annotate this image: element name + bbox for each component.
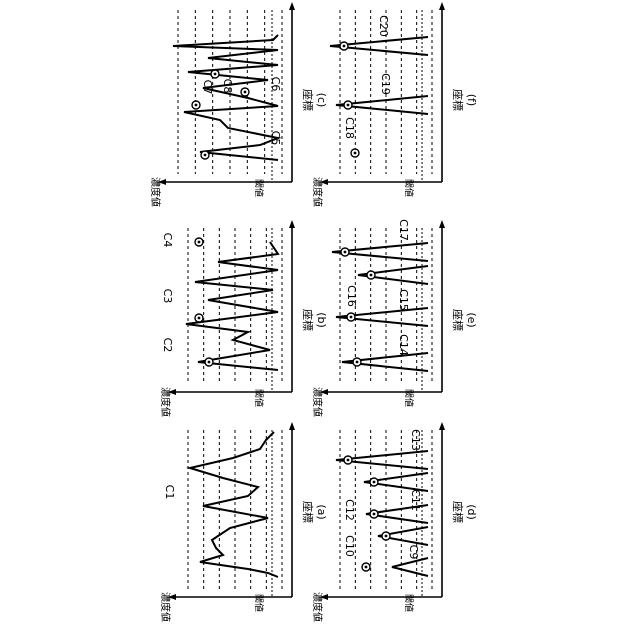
- peak-label: C8: [221, 79, 234, 94]
- peak-marker-dot: [385, 535, 388, 538]
- panel-caption: (f): [465, 94, 478, 106]
- panel-caption: (b): [315, 312, 328, 328]
- peak-marker-dot: [198, 317, 201, 320]
- x-axis-arrow: [289, 2, 295, 10]
- peak-label: C7: [201, 80, 214, 95]
- peak-marker-dot: [195, 104, 198, 107]
- y-axis-label: 濃度値: [149, 177, 162, 207]
- peak-spike: [392, 558, 428, 576]
- figure-canvas: 座標(a)濃度値閾値C1座標(b)濃度値閾値C2C3C4座標(c)濃度値閾値C5…: [149, 2, 478, 622]
- peak-C20: C20: [340, 15, 390, 50]
- peak-label: C5: [269, 131, 282, 146]
- threshold-label: 閾値: [253, 389, 265, 407]
- threshold-label: 閾値: [253, 594, 265, 612]
- peak-label: C13: [409, 429, 422, 451]
- y-axis-label: 濃度値: [159, 387, 172, 417]
- peak-C15: C15: [367, 271, 410, 311]
- gridlines: [188, 430, 282, 589]
- x-axis-arrow: [439, 2, 445, 10]
- peak-C10: C10: [343, 532, 390, 557]
- peak-marker-dot: [347, 104, 350, 107]
- peak-C11: C11: [370, 489, 422, 518]
- peak-label: C18: [343, 117, 356, 139]
- threshold-label: 閾値: [403, 389, 415, 407]
- peak-C18: C18: [343, 117, 359, 157]
- peak-label: C11: [409, 489, 422, 511]
- peak-marker-dot: [347, 459, 350, 462]
- peak-marker-dot: [354, 152, 357, 155]
- peak-label: C6: [269, 77, 282, 92]
- panel-d: 座標(d) 濃度値 閾値 C9 C10 C11 C12 C13: [311, 422, 478, 622]
- peak-label: C19: [379, 73, 392, 95]
- peak-marker-dot: [356, 361, 359, 364]
- x-axis-arrow: [439, 422, 445, 430]
- y-axis-label: 濃度値: [311, 387, 324, 417]
- panel-c: 座標(c) 濃度値 閾値 C5 C6 C7 C8: [149, 2, 328, 207]
- x-axis-arrow: [439, 220, 445, 228]
- x-axis-arrow: [289, 220, 295, 228]
- panel-caption: (e): [465, 312, 478, 327]
- panel-a: 座標(a) 濃度値 閾値 C1: [159, 422, 328, 622]
- peak-marker-dot: [198, 241, 201, 244]
- concentration-curve: [186, 242, 278, 370]
- peak-marker-dot: [373, 513, 376, 516]
- concentration-curve: [173, 35, 278, 160]
- panel-e: 座標(e) 濃度値 閾値 C14 C15 C16 C17: [311, 219, 478, 417]
- peak-C19: C19: [344, 73, 392, 109]
- peak-C2: C2: [161, 338, 213, 366]
- peak-marker-dot: [208, 361, 211, 364]
- peak-label: C12: [343, 499, 356, 521]
- y-axis-label: 濃度値: [311, 177, 324, 207]
- peak-label: C10: [343, 535, 356, 557]
- threshold-label: 閾値: [403, 594, 415, 612]
- peak-label: C17: [397, 219, 410, 241]
- peak-label: C14: [397, 334, 410, 356]
- peak-C1: C1: [163, 485, 190, 500]
- y-axis-label: 濃度値: [159, 592, 172, 622]
- peak-label: C1: [163, 485, 176, 500]
- peak-label: C2: [161, 338, 174, 353]
- peak-label: C9: [407, 545, 420, 560]
- peak-marker-dot: [370, 274, 373, 277]
- peak-marker-dot: [204, 154, 207, 157]
- panel-caption: (a): [315, 504, 328, 519]
- y-axis-label: 濃度値: [311, 592, 324, 622]
- x-axis-label: 座標: [451, 309, 465, 331]
- peak-marker-dot: [365, 566, 368, 569]
- x-axis-label: 座標: [451, 501, 465, 523]
- peak-C3: C3: [161, 289, 203, 322]
- x-axis-label: 座標: [451, 89, 465, 111]
- x-axis-label: 座標: [301, 501, 315, 523]
- peak-marker-dot: [343, 45, 346, 48]
- peak-marker-dot: [344, 251, 347, 254]
- x-axis-label: 座標: [301, 89, 315, 111]
- peak-C4: C4: [161, 233, 203, 248]
- peak-marker-dot: [244, 91, 247, 94]
- peak-marker-dot: [350, 316, 353, 319]
- x-axis-arrow: [289, 422, 295, 430]
- peak-label: C20: [377, 15, 390, 37]
- peak-label: C3: [161, 289, 174, 304]
- panel-caption: (c): [315, 93, 328, 108]
- peak-marker-dot: [214, 73, 217, 76]
- peak-label: C15: [397, 289, 410, 311]
- peak-label: C16: [345, 285, 358, 307]
- panel-caption: (d): [465, 504, 478, 520]
- panel-f: 座標(f) 濃度値 閾値 C18 C19 C20: [311, 2, 478, 207]
- threshold-label: 閾値: [253, 179, 265, 197]
- panel-b: 座標(b) 濃度値 閾値 C2 C3 C4: [159, 220, 328, 417]
- peak-marker-dot: [373, 481, 376, 484]
- peak-label: C4: [161, 233, 174, 248]
- threshold-label: 閾値: [403, 179, 415, 197]
- x-axis-label: 座標: [301, 309, 315, 331]
